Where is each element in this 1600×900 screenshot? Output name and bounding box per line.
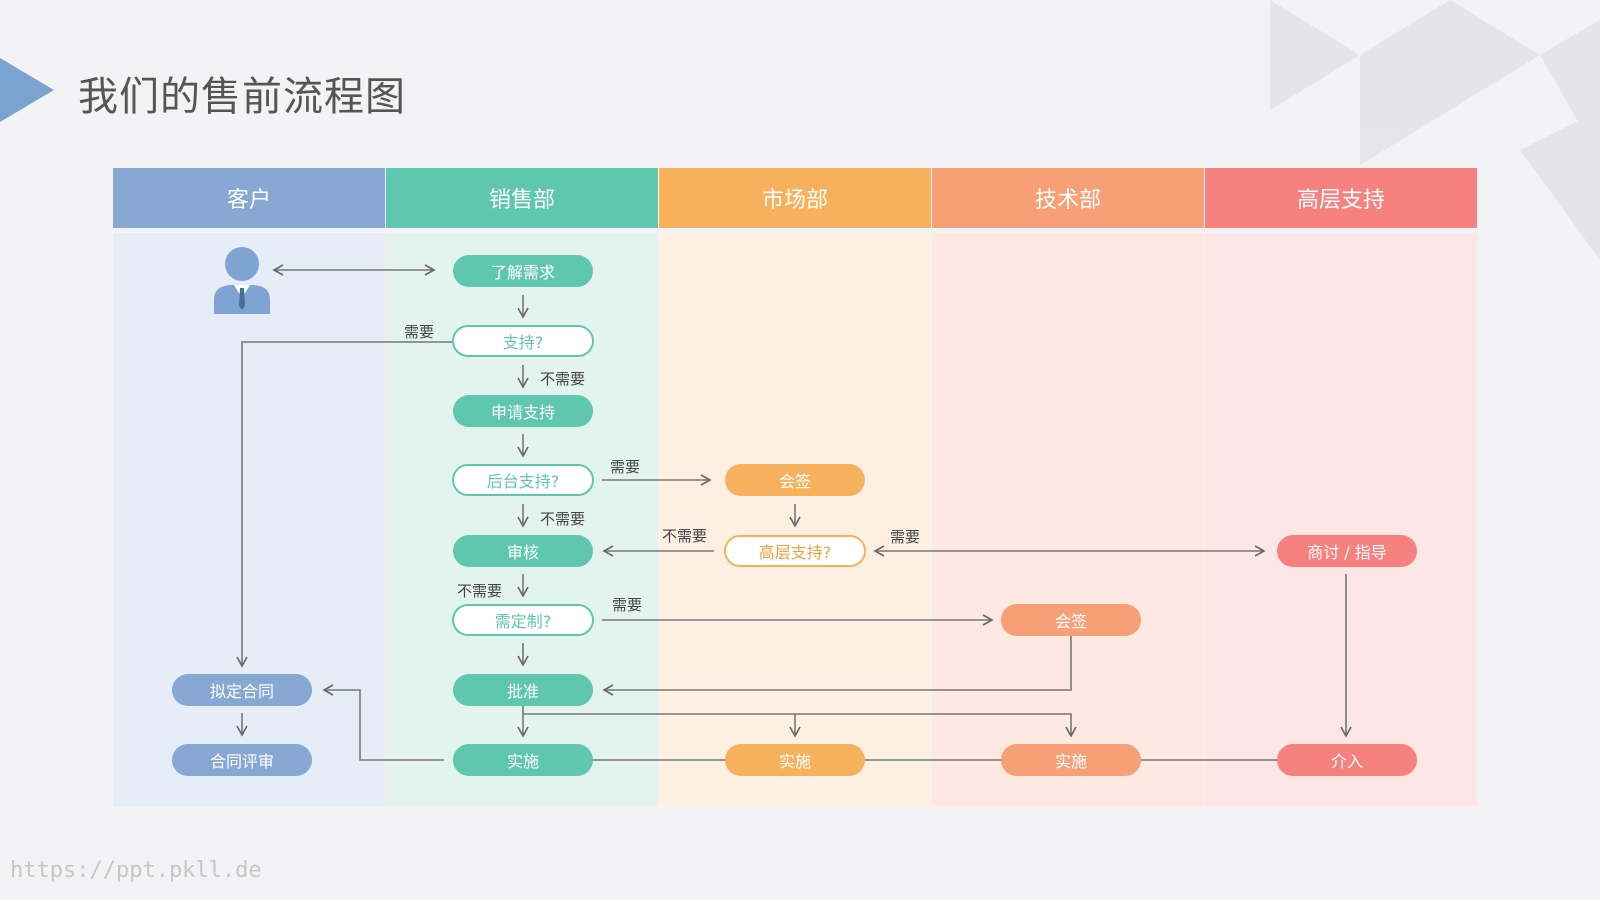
discuss-guide-node[interactable]: 商讨 / 指导 <box>1277 535 1417 567</box>
edge-label-custom-need: 需要 <box>612 596 643 614</box>
exec-support-decision-node[interactable]: 高层支持? <box>724 535 866 567</box>
lane-header-market: 市场部 <box>659 168 931 228</box>
tech-cosign-node[interactable]: 会签 <box>1001 604 1141 636</box>
page-title: 我们的售前流程图 <box>78 74 406 120</box>
review-node[interactable]: 审核 <box>453 535 593 567</box>
title-arrow-icon <box>0 58 54 122</box>
contract-review-node[interactable]: 合同评审 <box>172 744 312 776</box>
lane-header-sales: 销售部 <box>386 168 658 228</box>
market-cosign-node[interactable]: 会签 <box>725 464 865 496</box>
watermark-url: https://ppt.pkll.de <box>10 858 262 883</box>
edge-label-exec-need: 需要 <box>890 528 921 546</box>
edge-label-market-no-need: 不需要 <box>662 527 708 545</box>
lane-body-exec <box>1205 233 1477 806</box>
apply-support-node[interactable]: 申请支持 <box>453 395 593 427</box>
draft-contract-node[interactable]: 拟定合同 <box>172 674 312 706</box>
approve-node[interactable]: 批准 <box>453 674 593 706</box>
edge-label-backend-no-need: 不需要 <box>540 510 586 528</box>
edge-label-backend-need: 需要 <box>610 458 641 476</box>
edge-label-support-no-need: 不需要 <box>540 370 586 388</box>
lane-body-tech <box>932 233 1204 806</box>
lane-header-customer: 客户 <box>113 168 385 228</box>
lane-body-customer <box>113 233 385 806</box>
edge-label-review-no-need: 不需要 <box>457 582 503 600</box>
lane-header-exec: 高层支持 <box>1205 168 1477 228</box>
lane-header-tech: 技术部 <box>932 168 1204 228</box>
understand-needs-node[interactable]: 了解需求 <box>453 255 593 287</box>
triangle-pattern <box>1270 0 1600 260</box>
intervene-node[interactable]: 介入 <box>1277 744 1417 776</box>
market-implement-node[interactable]: 实施 <box>725 744 865 776</box>
customer-person-icon <box>214 247 270 314</box>
edge-label-support-need: 需要 <box>404 323 435 341</box>
backend-support-decision-node[interactable]: 后台支持? <box>452 464 594 496</box>
tech-implement-node[interactable]: 实施 <box>1001 744 1141 776</box>
sales-implement-node[interactable]: 实施 <box>453 744 593 776</box>
need-custom-decision-node[interactable]: 需定制? <box>452 604 594 636</box>
need-support-decision-node[interactable]: 支持? <box>452 325 594 357</box>
